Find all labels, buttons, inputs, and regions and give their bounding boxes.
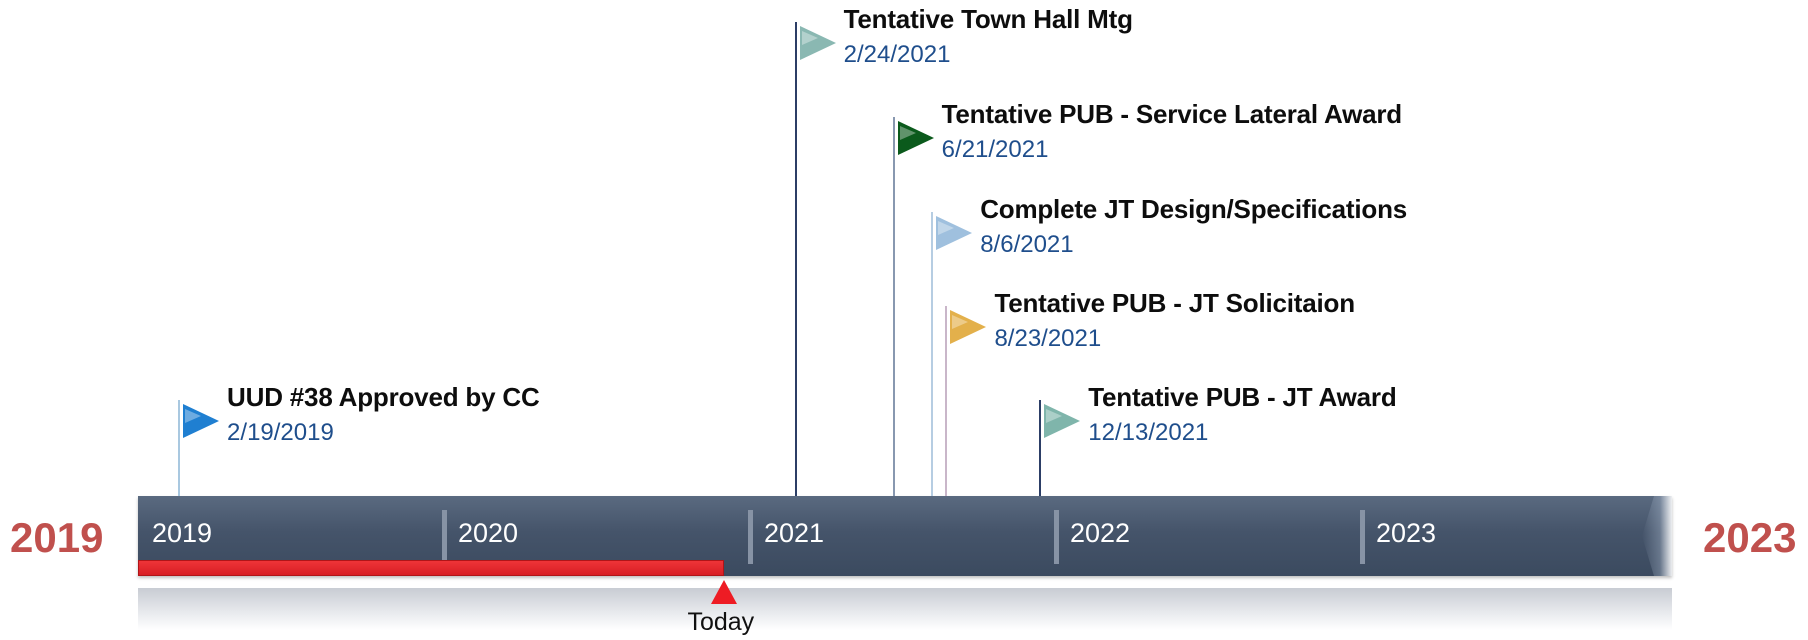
milestone-date: 8/23/2021 [994,325,1102,352]
milestone-title: Tentative PUB - JT Solicitaion [994,288,1355,318]
year-separator [442,510,447,564]
today-label: Today [687,608,755,636]
elapsed-progress-bar [138,560,725,576]
milestone-date: 2/19/2019 [227,419,334,446]
year-separator [748,510,753,564]
milestone-flag-highlight [185,409,202,423]
milestone-pole [931,212,934,496]
milestone-title: UUD #38 Approved by CC [227,382,540,412]
milestone-flag-icon [950,310,987,344]
year-separator [1054,510,1059,564]
milestone-title: Tentative PUB - Service Lateral Award [941,99,1402,129]
year-separator [1360,510,1365,564]
milestone-flag-highlight [952,315,969,329]
milestone-date: 8/6/2021 [980,231,1074,258]
milestone-flag-highlight [1046,409,1063,423]
start-year-label: 2019 [10,514,104,561]
milestone-flag-icon [936,216,973,250]
milestone-date: 2/24/2021 [843,41,951,68]
milestone-flag-highlight [899,126,916,140]
year-label: 2020 [458,518,519,548]
milestone-flag-icon [183,404,220,438]
milestone-pole [794,22,797,496]
milestone-date: 12/13/2021 [1088,419,1209,446]
timeline-reflection [138,588,1672,630]
milestone-title: Complete JT Design/Specifications [980,194,1408,224]
milestone-pole [178,400,181,496]
milestone-flag-icon [1044,404,1081,438]
milestone-pole [1039,400,1042,496]
year-label: 2022 [1070,518,1131,548]
milestone-pole [945,306,948,496]
milestone-date: 6/21/2021 [941,136,1049,163]
end-year-label: 2023 [1703,514,1797,561]
milestone-flag-icon [799,26,836,60]
milestone-title: Tentative Town Hall Mtg [843,4,1133,34]
today-marker-icon [711,580,738,604]
year-label: 2023 [1376,518,1437,548]
year-label: 2021 [764,518,825,548]
milestone-title: Tentative PUB - JT Award [1088,382,1397,412]
milestone-flag-highlight [938,221,955,235]
milestone-pole [892,117,895,496]
milestone-flag-highlight [801,31,818,45]
milestone-flag-icon [897,121,934,155]
year-label: 2019 [152,518,213,548]
